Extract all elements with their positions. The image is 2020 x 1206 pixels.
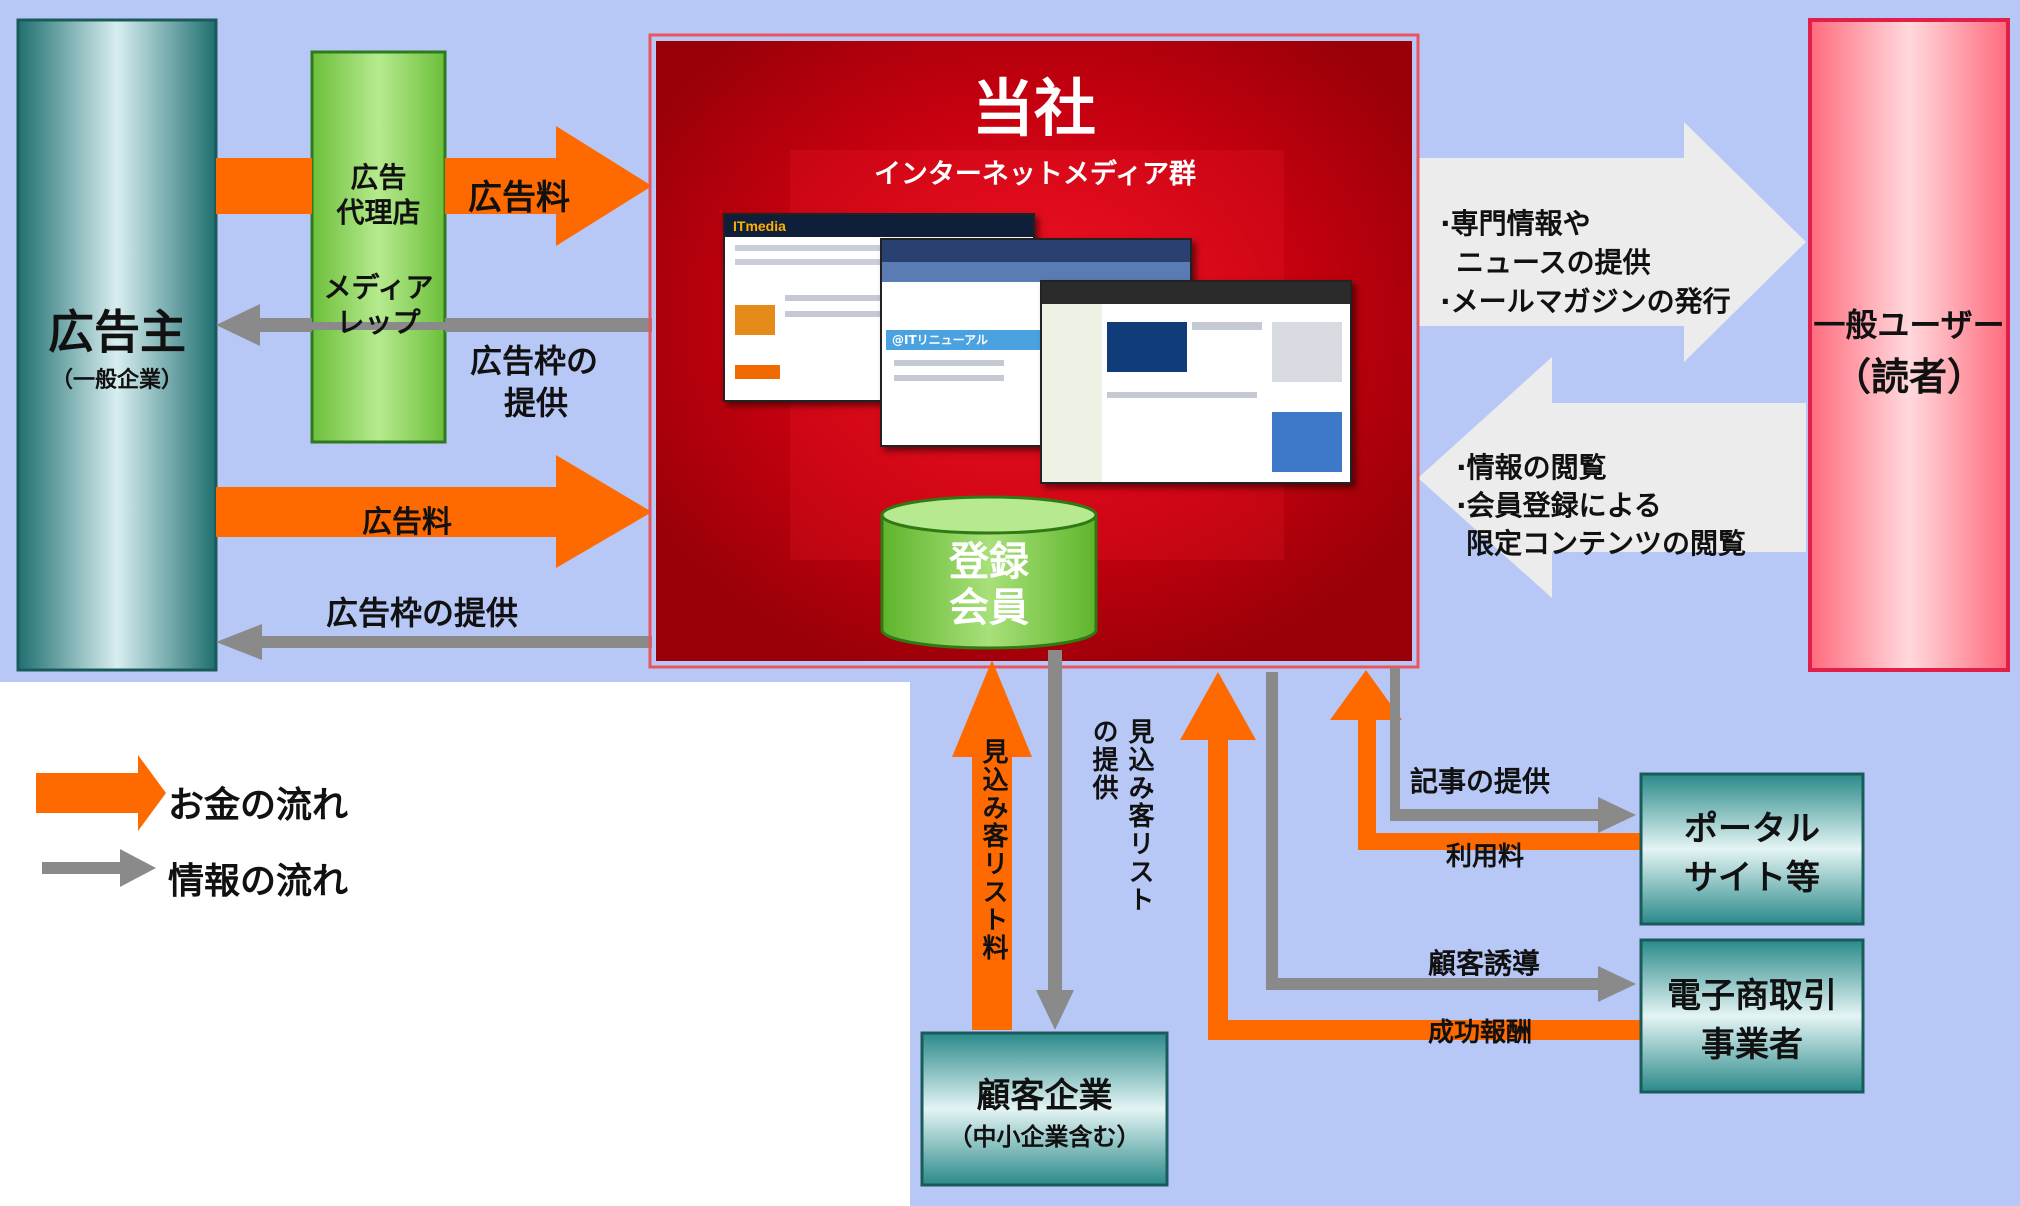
ecommerce-box: [1639, 938, 1865, 1094]
lead-fee-label: 見込み客リスト料: [978, 738, 1008, 962]
legend-info-arrow: [42, 849, 156, 887]
legend-info-label: 情報の流れ: [168, 861, 349, 902]
member-db-line1: 登録: [949, 539, 1029, 585]
company-outer-border: [648, 33, 1420, 669]
arrow-usage-fee: [1330, 670, 1640, 850]
advertiser-box: [16, 18, 218, 672]
from-reader-label-2: ·会員登録による: [1456, 489, 1662, 522]
ad-fee-bottom-label: 広告料: [362, 505, 452, 540]
ad-fee-top-label: 広告料: [468, 178, 570, 218]
itrenewal-banner: @ITリニューアル: [886, 330, 1042, 350]
customer-box: [920, 1031, 1169, 1187]
ad-slot-bottom-label: 広告枠の提供: [326, 594, 519, 632]
legend-money-arrow: [36, 755, 166, 831]
ad-slot-top-label-1: 広告枠の: [470, 342, 599, 380]
arrow-customer-guide: [1266, 672, 1636, 1002]
customer-line1: 顧客企業: [976, 1076, 1113, 1116]
lead-provide-label-1: 見込み客リスト: [1124, 718, 1154, 914]
member-db-label: 登録 会員: [882, 535, 1096, 635]
reader-line1: 一般ユーザー: [1813, 305, 2005, 344]
ecommerce-line1: 電子商取引: [1667, 976, 1837, 1016]
agency-line2: 代理店: [336, 196, 421, 229]
ecommerce-line2: 事業者: [1701, 1025, 1803, 1065]
arrow-article-provide: [1390, 668, 1636, 833]
to-reader-label-3: ·メールマガジンの発行: [1440, 285, 1731, 318]
arrow-ad-fee-bottom: [216, 455, 652, 568]
portal-box: [1639, 772, 1865, 926]
itmedia-logo: ITmedia: [733, 218, 786, 234]
company-title: 当社: [971, 72, 1096, 145]
success-fee-label: 成功報酬: [1428, 1018, 1533, 1048]
arrow-ad-fee-top: [216, 126, 652, 246]
advertiser-title: 広告主: [48, 305, 186, 359]
customer-line2: （中小企業含む）: [948, 1123, 1141, 1151]
usage-fee-label: 利用料: [1446, 842, 1525, 872]
arrow-ad-slot-top: [216, 304, 652, 346]
portal-line2: サイト等: [1684, 858, 1820, 898]
agency-line4: レップ: [336, 306, 421, 339]
legend-money-label: お金の流れ: [168, 785, 349, 826]
ad-slot-top-label-2: 提供: [504, 384, 569, 422]
arrow-ad-slot-bottom: [216, 624, 652, 660]
arrow-lead-provide: [1036, 650, 1074, 1030]
arrow-from-reader: [1418, 357, 1806, 598]
to-reader-label-2: ニュースの提供: [1456, 246, 1651, 279]
lead-provide-label-2: の提供: [1088, 718, 1118, 802]
customer-guide-label: 顧客誘導: [1428, 947, 1541, 980]
reader-box: [1808, 18, 2010, 672]
agency-label: 広告 代理店 メディア レップ: [312, 150, 445, 350]
reader-label: 一般ユーザー （読者）: [1810, 295, 2008, 405]
agency-line1: 広告: [350, 161, 407, 194]
arrow-lead-fee: [952, 660, 1032, 1030]
customer-label: 顧客企業 （中小企業含む）: [922, 1060, 1167, 1160]
from-reader-label-3: 限定コンテンツの閲覧: [1466, 527, 1747, 560]
agency-box: [310, 50, 447, 444]
member-db-line2: 会員: [949, 585, 1029, 631]
portal-line1: ポータル: [1684, 809, 1820, 849]
to-reader-label-1: ·専門情報や: [1440, 207, 1591, 240]
portal-label: ポータル サイト等: [1641, 795, 1863, 905]
advertiser-subtitle: （一般企業）: [50, 368, 183, 393]
media-group-label: インターネットメディア群: [873, 159, 1197, 190]
member-db-cylinder: [880, 495, 1098, 650]
itrenewal-banner-text: @ITリニューアル: [892, 333, 989, 347]
media-screenshot-techtarget: [1040, 280, 1352, 484]
advertiser-label: 広告主 （一般企業）: [18, 290, 216, 400]
from-reader-label-1: ·情報の閲覧: [1456, 451, 1607, 484]
arrow-success-fee: [1180, 672, 1640, 1040]
ecommerce-label: 電子商取引 事業者: [1641, 962, 1863, 1072]
reader-line2: （読者）: [1832, 354, 1985, 399]
article-provide-label: 記事の提供: [1410, 765, 1551, 798]
arrow-to-reader: [1418, 122, 1806, 362]
agency-line3: メディア: [323, 271, 434, 304]
